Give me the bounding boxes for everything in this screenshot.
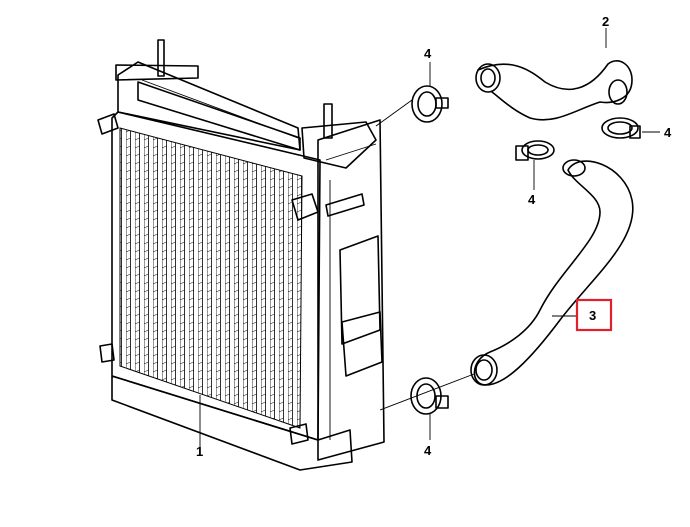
radiator (97, 39, 385, 471)
lower-hose (470, 159, 634, 386)
callout-3-highlight-box (575, 298, 613, 332)
callout-1: 1 (196, 444, 203, 459)
callout-2: 2 (602, 14, 609, 29)
callout-4-upper-left: 4 (424, 46, 432, 61)
callout-3: 3 (589, 308, 596, 323)
leader-lines (199, 28, 660, 448)
callout-labels: 1 2 3 4 4 4 4 (196, 14, 672, 459)
hose-clamp-mid (515, 140, 555, 161)
callout-4-mid: 4 (528, 192, 536, 207)
hose-clamp-upper-left (411, 85, 449, 123)
callout-4-lower: 4 (424, 443, 432, 458)
upper-hose (475, 60, 633, 121)
radiator-top-fins (137, 81, 301, 151)
hose-clamp-upper-right (601, 117, 641, 139)
radiator-core (119, 127, 303, 429)
callout-4-upper-right: 4 (664, 125, 672, 140)
